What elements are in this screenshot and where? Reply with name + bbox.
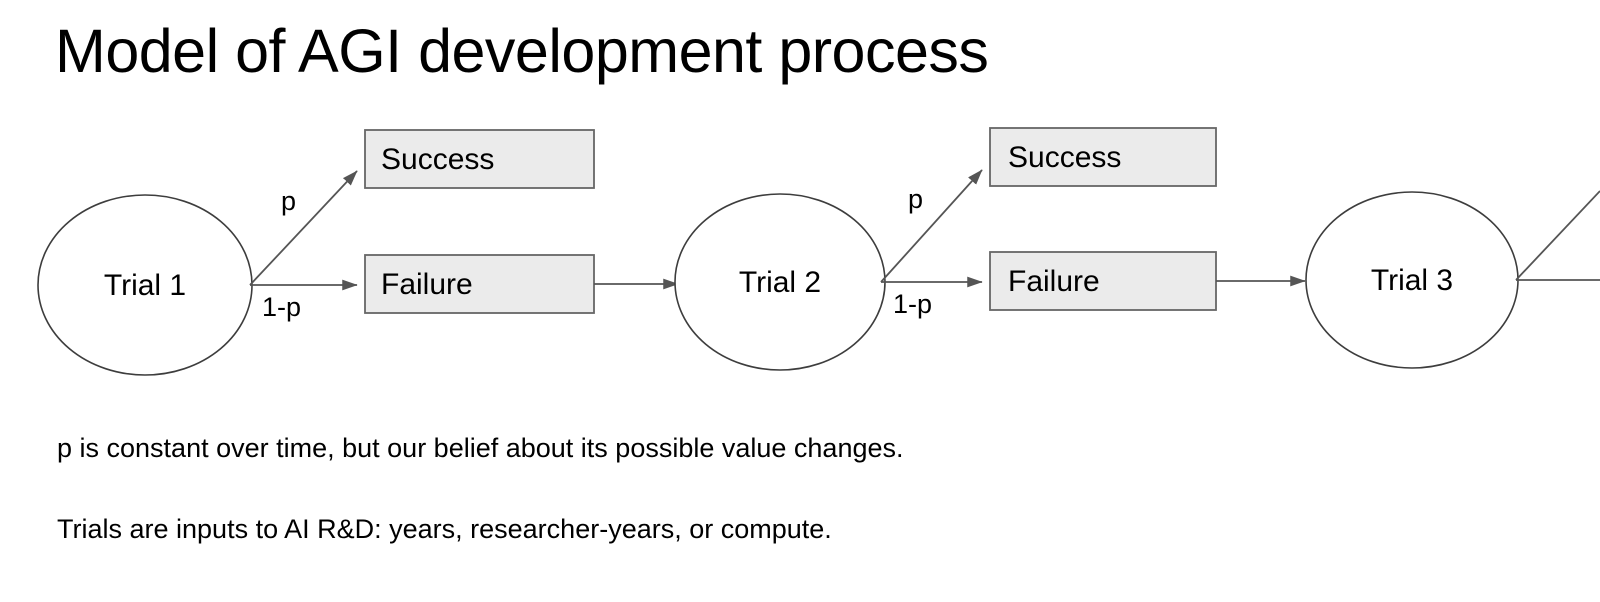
trial-2-failure-box[interactable] [989, 251, 1217, 311]
trial-1-group: Trial 1 p 1-p Success Failure [37, 129, 679, 376]
trial-2-success-label: Success [1008, 141, 1121, 174]
trial-1-failure-label: Failure [381, 268, 473, 301]
trial-1-success-box[interactable] [364, 129, 595, 189]
page-title: Model of AGI development process [55, 17, 989, 85]
trial-1-success-edge [249, 170, 358, 286]
trial-1-success-edge-label: p [281, 186, 296, 216]
trial-2-success-edge-label: p [908, 184, 923, 214]
trial-3-group: Trial 3 [1305, 190, 1600, 369]
body-line-2: Trials are inputs to AI R&D: years, rese… [57, 514, 832, 544]
trial-1-success-label: Success [381, 143, 494, 176]
trial-1-failure-edge-label: 1-p [262, 292, 301, 322]
trial-2-failure-label: Failure [1008, 265, 1100, 298]
trial-1-failure-box[interactable] [364, 254, 595, 314]
trial-2-group: Trial 2 p 1-p Success Failure [674, 127, 1306, 371]
trial-1-label: Trial 1 [104, 269, 186, 302]
trial-3-success-edge-clipped [1515, 190, 1600, 281]
trial-3-label: Trial 3 [1371, 264, 1453, 297]
agi-process-diagram: Trial 1 p 1-p Success Failure Tria [0, 110, 1600, 400]
trial-2-success-box[interactable] [989, 127, 1217, 187]
trial-2-success-edge [880, 169, 983, 283]
body-line-1: p is constant over time, but our belief … [57, 433, 904, 463]
trial-2-failure-edge-label: 1-p [893, 289, 932, 319]
trial-2-label: Trial 2 [739, 266, 821, 299]
